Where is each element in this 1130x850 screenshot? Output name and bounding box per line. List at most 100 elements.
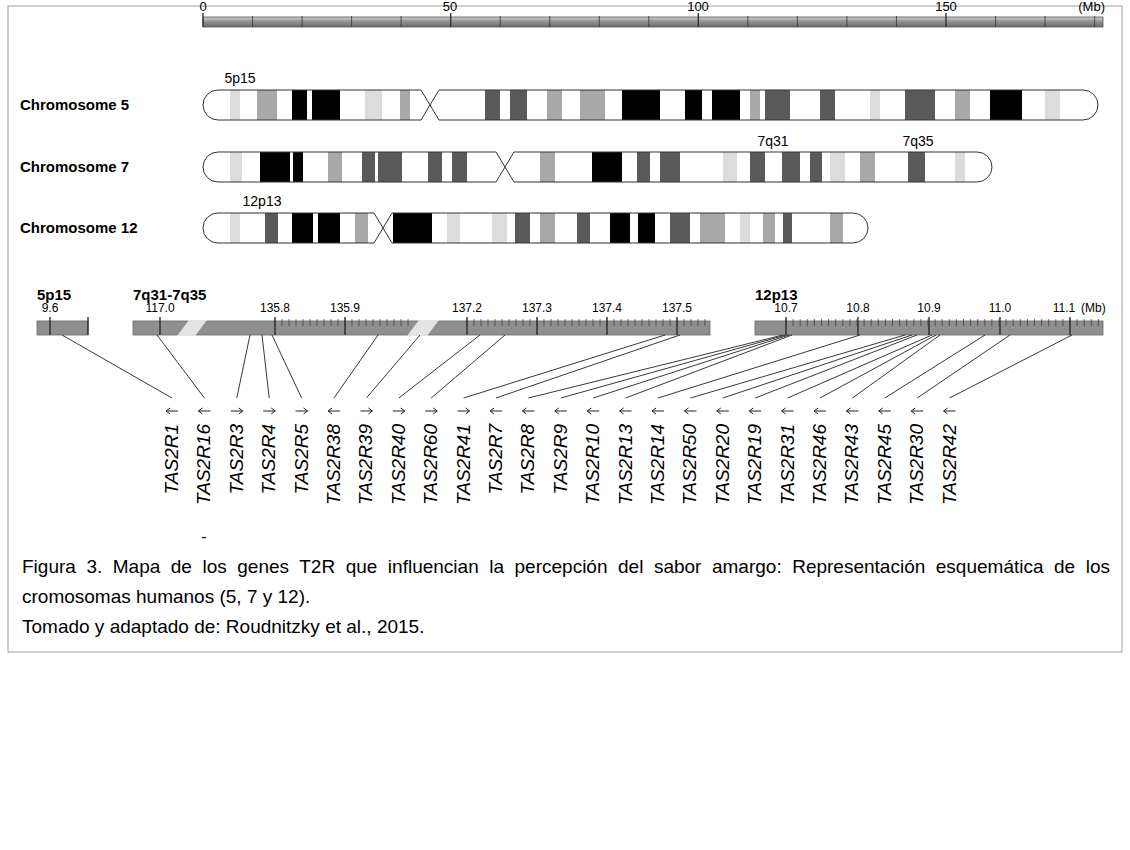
segment-minor-tick <box>935 319 936 326</box>
segment-minor-tick <box>324 319 325 326</box>
segment-major-tick <box>344 317 345 335</box>
orientation-arrowhead <box>879 408 883 414</box>
leader-line <box>658 335 860 398</box>
chromosome-band <box>592 152 622 182</box>
segment-minor-tick <box>942 319 943 326</box>
chromosome-band <box>393 213 432 243</box>
segment-minor-tick <box>558 319 559 326</box>
orientation-arrowhead <box>944 408 948 414</box>
orientation-arrowhead <box>401 408 405 414</box>
leader-line <box>157 335 204 398</box>
orientation-arrow <box>393 411 405 412</box>
orientation-arrowhead <box>368 408 372 414</box>
gene-name: TAS2R5 <box>291 424 313 494</box>
chromosome-band <box>723 152 737 182</box>
leader-line <box>334 335 378 398</box>
orientation-arrowhead <box>587 408 591 414</box>
scale-tick <box>202 13 203 27</box>
segment-minor-tick <box>1013 319 1014 326</box>
orientation-arrow <box>620 411 632 412</box>
orientation-arrow <box>296 411 308 412</box>
segment-label: 12p13 <box>755 286 798 303</box>
segment-minor-tick <box>885 319 886 326</box>
segment-major-tick <box>1069 317 1070 335</box>
leader-line <box>885 335 985 398</box>
segment-minor-tick <box>1062 319 1063 326</box>
chromosome-band <box>765 90 790 120</box>
orientation-arrow <box>328 411 340 412</box>
scale-tick <box>896 16 897 27</box>
orientation-arrowhead <box>782 408 786 414</box>
gene-name: TAS2R1 <box>161 424 183 494</box>
segment-major-tick <box>785 317 786 335</box>
segment-minor-tick <box>698 319 699 326</box>
segment-minor-tick <box>977 319 978 326</box>
segment-minor-tick <box>282 319 283 326</box>
scale-number: 50 <box>443 0 457 15</box>
leader-line <box>755 335 917 398</box>
segment-minor-tick <box>408 319 409 326</box>
chromosome-band <box>622 90 660 120</box>
segment-minor-tick <box>373 319 374 326</box>
orientation-arrow <box>684 411 696 412</box>
position-number: 137.3 <box>522 302 552 316</box>
chromosome-outline <box>203 90 1098 120</box>
chromosome-ground <box>203 90 1098 120</box>
orientation-arrowhead <box>198 408 202 414</box>
dash-mark: - <box>201 528 206 546</box>
segment-minor-tick <box>572 319 573 326</box>
chromosome-band <box>230 213 240 243</box>
leader-line <box>366 335 420 398</box>
segment-minor-tick <box>999 319 1000 326</box>
chromosome-band <box>265 213 278 243</box>
segment-minor-tick <box>474 319 475 326</box>
scale-bar <box>203 13 1103 27</box>
scale-tick <box>1045 16 1046 27</box>
chromosome-band <box>260 152 290 182</box>
segment-minor-tick <box>906 319 907 326</box>
position-number: 10.7 <box>774 302 797 316</box>
band-label: 7q35 <box>902 133 933 149</box>
leader-line <box>723 335 912 398</box>
leader-line <box>237 335 250 398</box>
chromosome-band <box>577 213 590 243</box>
segment-minor-tick <box>621 319 622 326</box>
segment-major-tick <box>466 317 467 335</box>
segment-minor-tick <box>310 319 311 326</box>
segment-minor-tick <box>331 319 332 326</box>
chromosome-band <box>870 90 880 120</box>
orientation-arrow <box>198 411 210 412</box>
chromosome-band <box>540 213 555 243</box>
gene-name: TAS2R9 <box>550 424 572 494</box>
orientation-arrow <box>587 411 599 412</box>
gene-name: TAS2R20 <box>712 424 734 505</box>
scale-tick <box>401 16 402 27</box>
band-label: 5p15 <box>224 70 255 86</box>
chromosome-band <box>492 213 507 243</box>
position-number: 117.0 <box>145 302 174 316</box>
scale-number: 150 <box>935 0 957 15</box>
segment-break <box>407 320 439 336</box>
segment-minor-tick <box>579 319 580 326</box>
leader-line <box>820 335 936 398</box>
segment-minor-tick <box>481 319 482 326</box>
chromosome-band <box>610 213 630 243</box>
scale-tick <box>252 16 253 27</box>
segment-minor-tick <box>691 319 692 326</box>
orientation-arrowhead <box>166 408 170 414</box>
segment-minor-tick <box>786 319 787 326</box>
segment-minor-tick <box>864 319 865 326</box>
segment-minor-tick <box>963 319 964 326</box>
scale-tick <box>500 16 501 27</box>
chromosome-band <box>318 213 340 243</box>
scale-tick <box>945 13 946 27</box>
segment-minor-tick <box>289 319 290 326</box>
segment-minor-tick <box>1055 319 1056 326</box>
segment-minor-tick <box>495 319 496 326</box>
segment-minor-tick <box>380 319 381 326</box>
chromosome-band <box>355 213 368 243</box>
gene-name: TAS2R7 <box>485 424 507 494</box>
scale-unit: (Mb) <box>1078 0 1105 15</box>
segment-minor-tick <box>387 319 388 326</box>
segment-major-tick <box>87 317 88 335</box>
